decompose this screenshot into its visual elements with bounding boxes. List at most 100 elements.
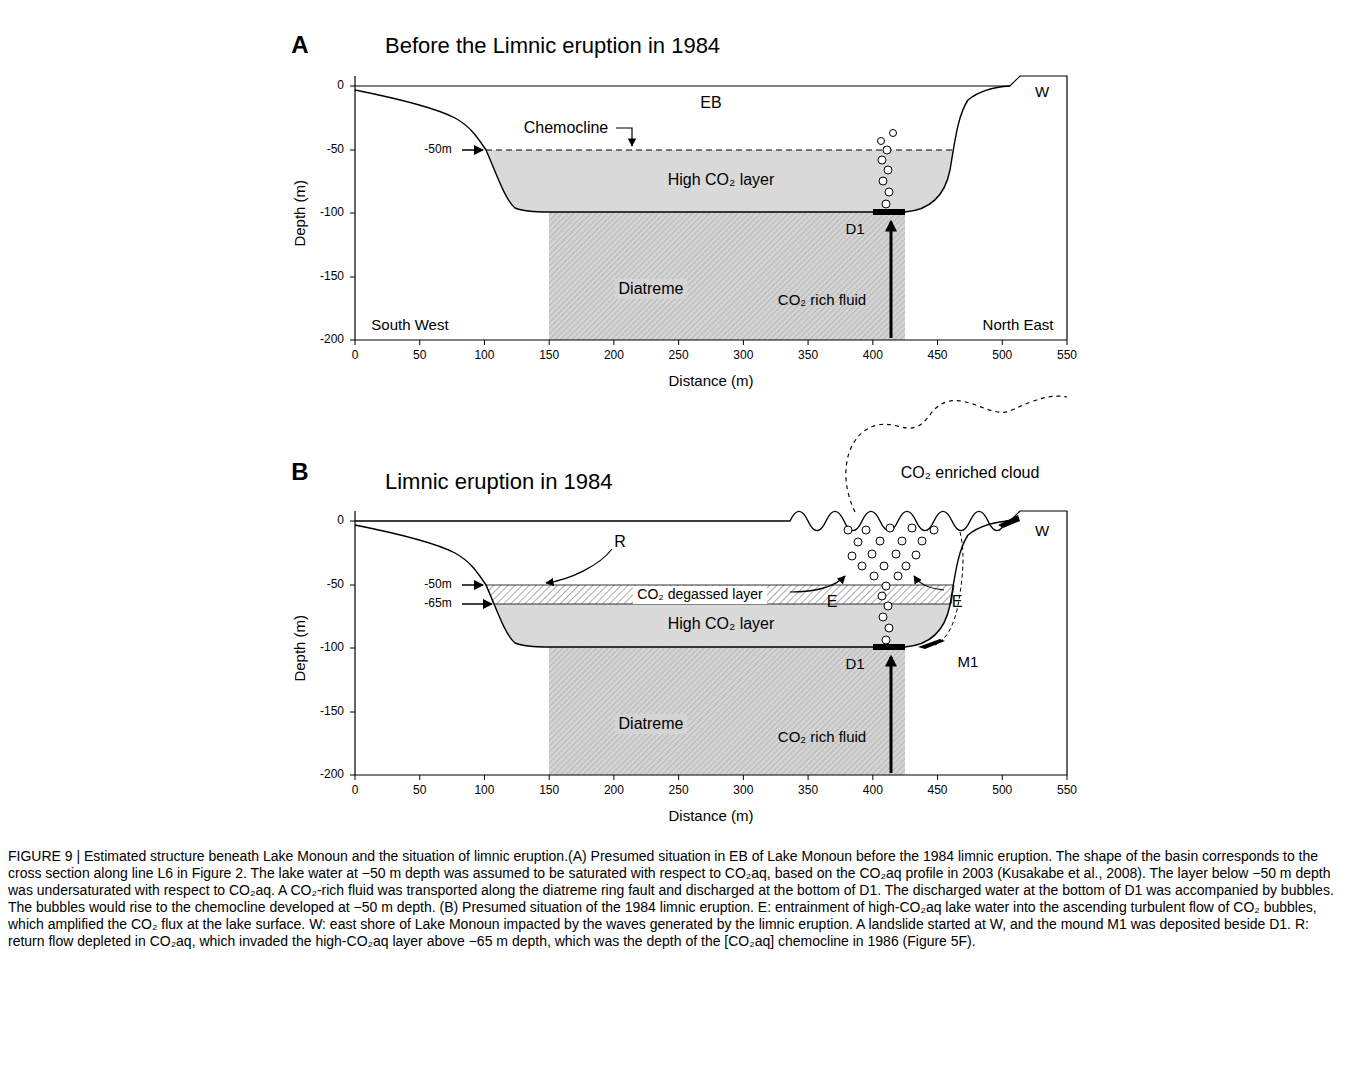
figure-label: 500 bbox=[992, 784, 1012, 797]
figure-label: 400 bbox=[863, 349, 883, 362]
figure-label: 0 bbox=[352, 784, 359, 797]
figure-label: 550 bbox=[1057, 349, 1077, 362]
figure-label: EB bbox=[700, 94, 721, 112]
figure-label: E bbox=[827, 593, 838, 611]
x-tick bbox=[808, 775, 809, 780]
figure-label: -150 bbox=[320, 270, 344, 283]
figure-label: 50 bbox=[413, 784, 426, 797]
layer-region: Diatreme bbox=[615, 279, 688, 299]
figure-label: Chemocline bbox=[524, 119, 608, 137]
figure-label: 100 bbox=[474, 784, 494, 797]
figure-label: 400 bbox=[863, 784, 883, 797]
figure-label: -100 bbox=[320, 641, 344, 654]
y-tick bbox=[350, 213, 355, 214]
bubble bbox=[884, 602, 892, 610]
x-tick bbox=[1002, 775, 1003, 780]
x-tick bbox=[355, 775, 356, 780]
bubble bbox=[918, 537, 926, 545]
figure-label: 150 bbox=[539, 349, 559, 362]
figure-label: CO₂ enriched cloud bbox=[901, 464, 1040, 482]
bubble bbox=[878, 592, 886, 600]
figure-label: -100 bbox=[320, 206, 344, 219]
x-tick bbox=[484, 775, 485, 780]
x-tick bbox=[613, 775, 614, 780]
bubble bbox=[882, 582, 890, 590]
bubble bbox=[912, 551, 920, 559]
x-tick bbox=[355, 340, 356, 345]
figure-label: -50m bbox=[424, 578, 451, 591]
y-tick bbox=[350, 86, 355, 87]
figure-label: -200 bbox=[320, 333, 344, 346]
x-tick bbox=[484, 340, 485, 345]
bubble bbox=[898, 537, 906, 545]
figure-label: D1 bbox=[845, 656, 864, 673]
y-tick bbox=[350, 277, 355, 278]
x-tick bbox=[549, 775, 550, 780]
region-label: High CO₂ layer bbox=[668, 615, 775, 632]
region-label: Diatreme bbox=[619, 715, 684, 732]
bubble-plume bbox=[844, 524, 938, 644]
region-label: High CO₂ layer bbox=[668, 171, 775, 188]
figure-label: -50m bbox=[424, 143, 451, 156]
x-tick bbox=[937, 340, 938, 345]
layer-region: CO₂ degassed layer bbox=[633, 586, 766, 603]
bubble bbox=[844, 526, 852, 534]
bubble bbox=[885, 624, 893, 632]
figure-label: 250 bbox=[669, 784, 689, 797]
bubble bbox=[870, 572, 878, 580]
figure-label: 0 bbox=[337, 79, 344, 92]
figure-label: CO₂ rich fluid bbox=[778, 729, 866, 746]
figure-label: W bbox=[1035, 84, 1049, 101]
figure-label: E bbox=[952, 593, 963, 611]
layer-region: Diatreme bbox=[615, 714, 688, 734]
x-tick bbox=[419, 340, 420, 345]
x-tick bbox=[937, 775, 938, 780]
figure-label: 50 bbox=[413, 349, 426, 362]
figure-label: 350 bbox=[798, 784, 818, 797]
x-tick bbox=[743, 340, 744, 345]
bubble bbox=[894, 572, 902, 580]
figure-label: Distance (m) bbox=[668, 808, 753, 825]
bubble bbox=[876, 537, 884, 545]
figure-label: A bbox=[291, 32, 308, 58]
y-tick bbox=[350, 775, 355, 776]
figure-label: Depth (m) bbox=[292, 179, 309, 246]
figure-label: Before the Limnic eruption in 1984 bbox=[385, 34, 720, 58]
figure-label: 550 bbox=[1057, 784, 1077, 797]
figure-label: North East bbox=[983, 317, 1054, 334]
figure-label: -50 bbox=[327, 143, 344, 156]
axis-ticks bbox=[350, 521, 1067, 780]
figure-label: M1 bbox=[958, 654, 979, 671]
figure-caption: FIGURE 9 | Estimated structure beneath L… bbox=[8, 848, 1344, 950]
bubble bbox=[886, 524, 894, 532]
figure-label: 500 bbox=[992, 349, 1012, 362]
figure-label: 300 bbox=[733, 784, 753, 797]
figure-label: 0 bbox=[352, 349, 359, 362]
bubble bbox=[902, 562, 910, 570]
x-tick bbox=[872, 775, 873, 780]
figure-label: 250 bbox=[669, 349, 689, 362]
region-label: CO₂ degassed layer bbox=[637, 586, 762, 602]
axis-ticks bbox=[350, 86, 1067, 345]
figure-label: 450 bbox=[928, 784, 948, 797]
bubble bbox=[862, 526, 870, 534]
bubble bbox=[882, 636, 890, 644]
figure-label: Depth (m) bbox=[292, 614, 309, 681]
figure-label: 200 bbox=[604, 784, 624, 797]
figure-label: 300 bbox=[733, 349, 753, 362]
bubble bbox=[858, 562, 866, 570]
layer-region: High CO₂ layer bbox=[664, 170, 779, 190]
figure-label: -50 bbox=[327, 578, 344, 591]
figure-label: -200 bbox=[320, 768, 344, 781]
figure-label: B bbox=[291, 459, 308, 485]
y-tick bbox=[350, 340, 355, 341]
x-tick bbox=[613, 340, 614, 345]
bubble bbox=[880, 562, 888, 570]
x-tick bbox=[1066, 775, 1067, 780]
figure-label: CO₂ rich fluid bbox=[778, 292, 866, 309]
figure-label: 200 bbox=[604, 349, 624, 362]
figure-label: 0 bbox=[337, 514, 344, 527]
y-tick bbox=[350, 648, 355, 649]
y-tick bbox=[350, 150, 355, 151]
y-tick bbox=[350, 712, 355, 713]
